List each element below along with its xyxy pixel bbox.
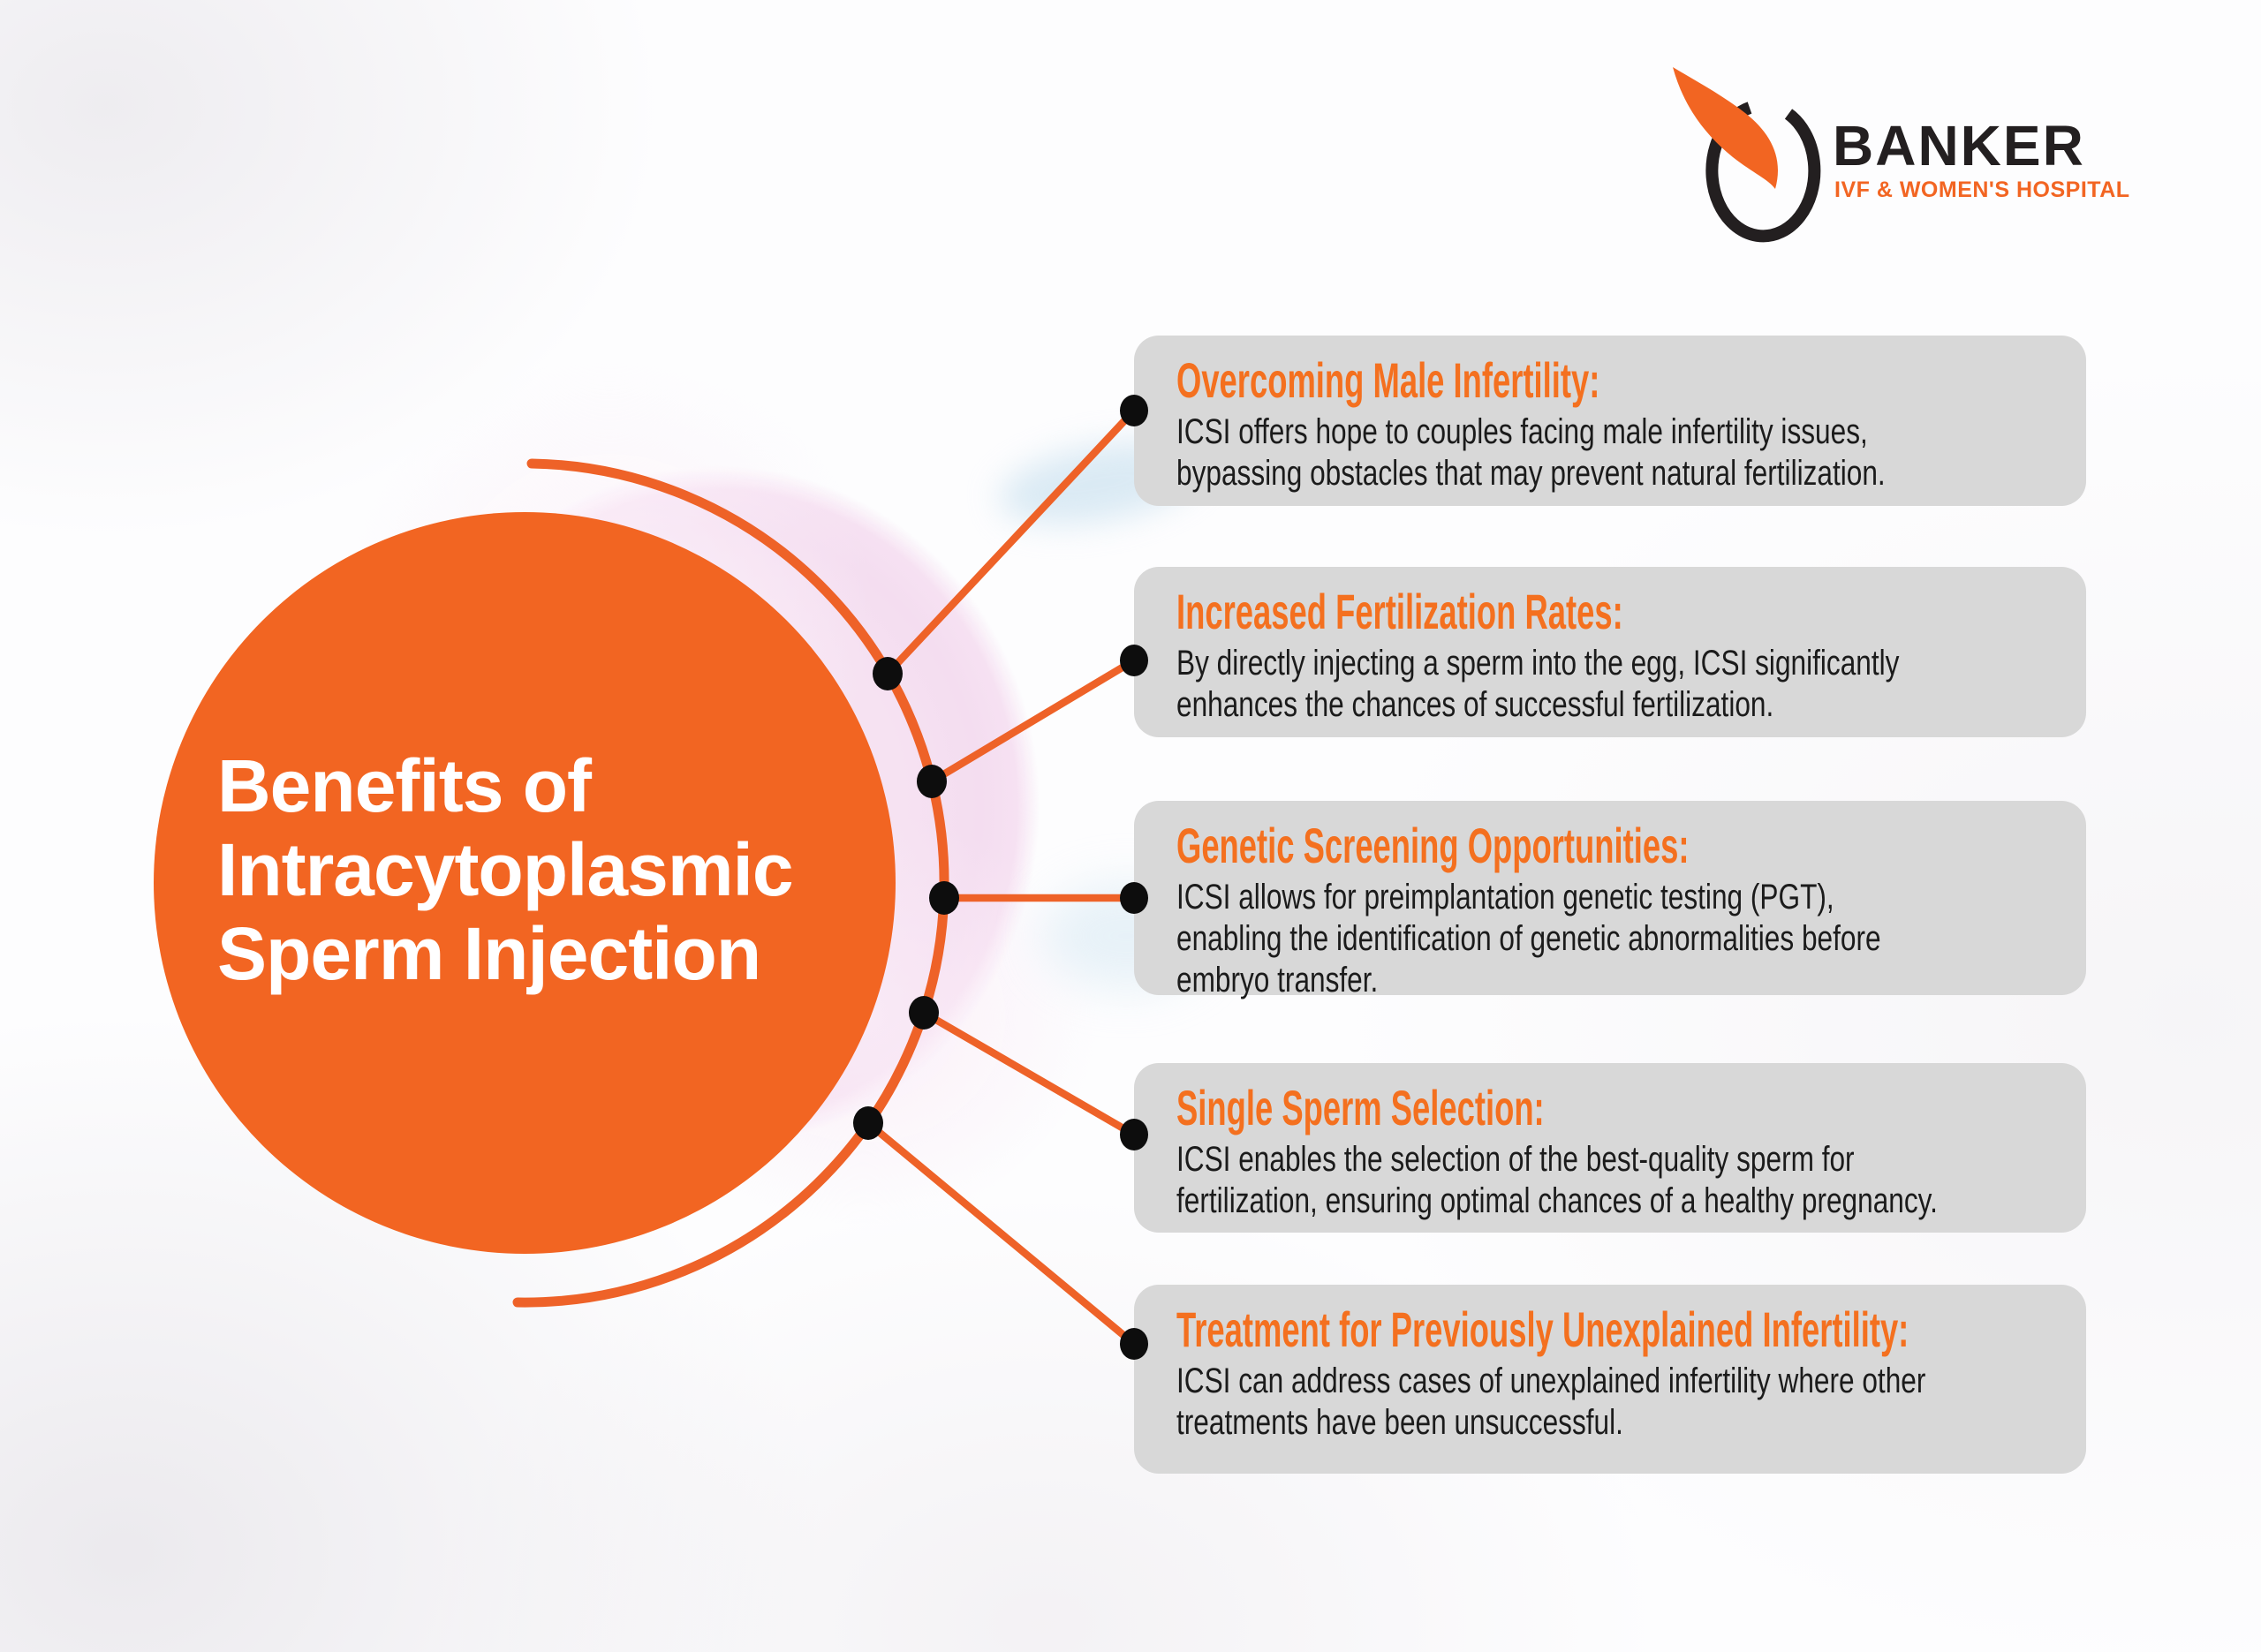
- benefit-text-line: enhances the chances of successful ferti…: [1176, 685, 1774, 724]
- benefit-text-line: embryo transfer.: [1176, 961, 1379, 999]
- benefit-card-unexplained-infertility: Treatment for Previously Unexplained Inf…: [1134, 1285, 2086, 1474]
- benefit-text-line: ICSI enables the selection of the best-q…: [1176, 1140, 1855, 1179]
- benefit-heading: Treatment for Previously Unexplained Inf…: [1176, 1301, 1909, 1357]
- benefit-card-single-sperm-selection: Single Sperm Selection: ICSI enables the…: [1134, 1063, 2086, 1233]
- logo-tagline: IVF & WOMEN'S HOSPITAL: [1834, 177, 2130, 202]
- page-title-line: Sperm Injection: [217, 912, 761, 995]
- logo-brand-name: BANKER: [1833, 114, 2085, 177]
- benefit-text-line: treatments have been unsuccessful.: [1176, 1403, 1623, 1442]
- page-title-line: Benefits of: [217, 744, 592, 827]
- benefit-card-genetic-screening-opportunities: Genetic Screening Opportunities: ICSI al…: [1134, 801, 2086, 999]
- benefit-text-line: ICSI can address cases of unexplained in…: [1176, 1362, 1926, 1400]
- banker-logo-icon: [1673, 67, 1821, 243]
- benefit-card-overcoming-male-infertility: Overcoming Male Infertility: ICSI offers…: [1134, 336, 2086, 506]
- page-title: Benefits of Intracytoplasmic Sperm Injec…: [217, 744, 794, 996]
- logo-flame-icon: [1673, 67, 1778, 189]
- benefit-heading: Increased Fertilization Rates:: [1176, 584, 1623, 639]
- benefit-text-line: By directly injecting a sperm into the e…: [1176, 644, 1900, 683]
- benefit-text-line: fertilization, ensuring optimal chances …: [1176, 1181, 1938, 1220]
- benefit-heading: Single Sperm Selection:: [1176, 1080, 1545, 1135]
- benefit-heading: Overcoming Male Infertility:: [1176, 352, 1600, 408]
- benefit-text-line: ICSI allows for preimplantation genetic …: [1176, 878, 1834, 917]
- benefit-heading: Genetic Screening Opportunities:: [1176, 818, 1690, 873]
- benefit-card-increased-fertilization-rates: Increased Fertilization Rates: By direct…: [1134, 567, 2086, 737]
- page-title-line: Intracytoplasmic: [217, 828, 794, 911]
- benefit-text-line: ICSI offers hope to couples facing male …: [1176, 412, 1868, 451]
- benefit-text-line: enabling the identification of genetic a…: [1176, 919, 1881, 958]
- benefit-text-line: bypassing obstacles that may prevent nat…: [1176, 454, 1886, 493]
